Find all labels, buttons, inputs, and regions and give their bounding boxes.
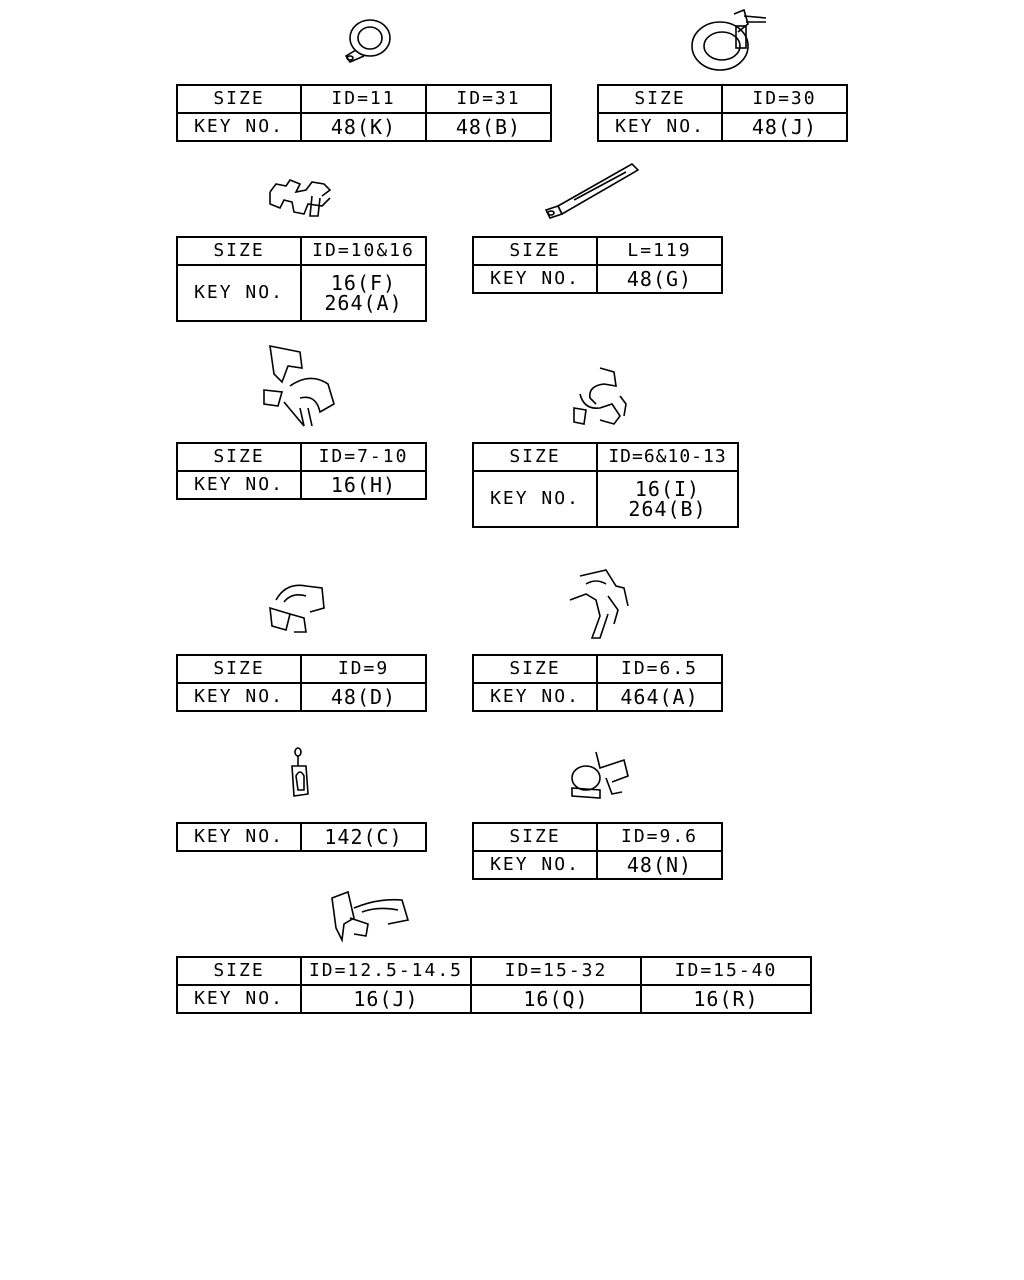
key-no-value: 16(I)	[634, 477, 701, 501]
key-no-cell: 48(K)	[300, 112, 427, 142]
size-cell: ID=6.5	[596, 654, 723, 684]
key-no-cell: 16(F) 264(A)	[300, 264, 427, 322]
key-no-cell: 16(J)	[300, 984, 472, 1014]
size-label: SIZE	[176, 442, 302, 472]
key-no-cell: 48(G)	[596, 264, 723, 294]
size-cell: ID=12.5-14.5	[300, 956, 472, 986]
size-label: SIZE	[472, 442, 598, 472]
size-label: SIZE	[176, 84, 302, 114]
clip-double-claw-illustration	[266, 176, 338, 220]
size-cell: ID=7-10	[300, 442, 427, 472]
parts-table-band-clip: SIZE ID=30 KEY NO. 48(J)	[597, 84, 848, 142]
parts-table-loop-holder: SIZE ID=9.6 KEY NO. 48(N)	[472, 822, 723, 880]
key-no-cell: 48(B)	[425, 112, 552, 142]
key-no-cell: 16(Q)	[470, 984, 642, 1014]
key-no-cell: 48(J)	[721, 112, 848, 142]
size-cell: ID=15-32	[470, 956, 642, 986]
size-label: SIZE	[176, 654, 302, 684]
key-no-value: 16(F)	[330, 271, 397, 295]
parts-table-s-holder: SIZE ID=6&10-13 KEY NO. 16(I) 264(B)	[472, 442, 739, 528]
parts-table-wire-holder: SIZE ID=9 KEY NO. 48(D)	[176, 654, 427, 712]
key-no-cell: 16(I) 264(B)	[596, 470, 739, 528]
parts-table-c-holder: SIZE ID=7-10 KEY NO. 16(H)	[176, 442, 427, 500]
key-no-label: KEY NO.	[472, 682, 598, 712]
parts-table-large-holder: SIZE ID=12.5-14.5 ID=15-32 ID=15-40 KEY …	[176, 956, 812, 1014]
size-label: SIZE	[472, 654, 598, 684]
key-no-label: KEY NO.	[176, 822, 302, 852]
key-no-label: KEY NO.	[176, 470, 302, 500]
key-no-cell: 16(R)	[640, 984, 812, 1014]
size-cell: ID=6&10-13	[596, 442, 739, 472]
key-no-label: KEY NO.	[472, 470, 598, 528]
parts-table-cable-tie: SIZE L=119 KEY NO. 48(G)	[472, 236, 723, 294]
size-label: SIZE	[176, 236, 302, 266]
size-cell: L=119	[596, 236, 723, 266]
size-cell: ID=11	[300, 84, 427, 114]
key-no-cell: 48(N)	[596, 850, 723, 880]
clip-large-holder-illustration	[328, 888, 412, 944]
size-cell: ID=9	[300, 654, 427, 684]
key-no-label: KEY NO.	[176, 264, 302, 322]
key-no-label: KEY NO.	[176, 682, 302, 712]
key-no-value: 264(B)	[628, 497, 707, 521]
key-no-cell: 464(A)	[596, 682, 723, 712]
parts-table-double-claw: SIZE ID=10&16 KEY NO. 16(F) 264(A)	[176, 236, 427, 322]
key-no-cell: 16(H)	[300, 470, 427, 500]
size-cell: ID=9.6	[596, 822, 723, 852]
size-cell: ID=31	[425, 84, 552, 114]
clip-band-illustration	[688, 6, 774, 76]
clip-p-shape-illustration	[338, 12, 398, 68]
key-no-value: 264(A)	[324, 291, 403, 315]
key-no-label: KEY NO.	[176, 112, 302, 142]
clip-c-holder-illustration	[260, 342, 340, 428]
size-cell: ID=30	[721, 84, 848, 114]
key-no-label: KEY NO.	[597, 112, 723, 142]
size-cell: ID=15-40	[640, 956, 812, 986]
size-label: SIZE	[472, 236, 598, 266]
clip-small-hook-illustration	[286, 746, 316, 802]
size-cell: ID=10&16	[300, 236, 427, 266]
key-no-cell: 48(D)	[300, 682, 427, 712]
key-no-label: KEY NO.	[472, 264, 598, 294]
key-no-label: KEY NO.	[176, 984, 302, 1014]
clip-wire-holder-illustration	[266, 578, 330, 636]
key-no-cell: 142(C)	[300, 822, 427, 852]
clip-loop-holder-illustration	[566, 748, 632, 800]
size-label: SIZE	[597, 84, 723, 114]
parts-table-small-hook: KEY NO. 142(C)	[176, 822, 427, 852]
parts-table-fir-tree-clip: SIZE ID=6.5 KEY NO. 464(A)	[472, 654, 723, 712]
parts-table-p-clip: SIZE ID=11 ID=31 KEY NO. 48(K) 48(B)	[176, 84, 552, 142]
size-label: SIZE	[176, 956, 302, 986]
key-no-label: KEY NO.	[472, 850, 598, 880]
clip-fir-tree-illustration	[566, 566, 636, 640]
cable-tie-illustration	[540, 160, 642, 222]
clip-s-holder-illustration	[570, 364, 632, 428]
size-label: SIZE	[472, 822, 598, 852]
